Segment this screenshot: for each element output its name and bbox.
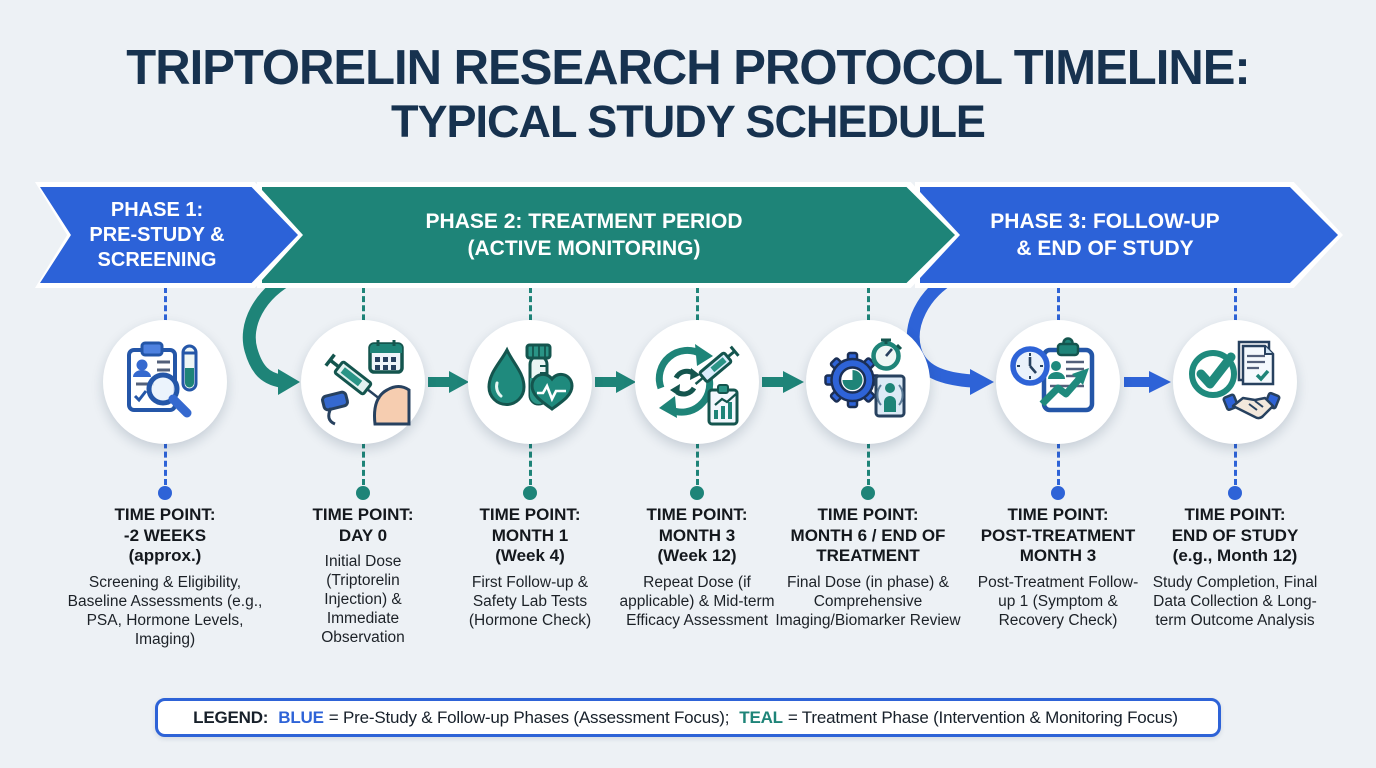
timepoint-1-label: TIME POINT:-2 WEEKS(approx.) [114,505,216,565]
timeline-dot-1 [158,486,172,500]
screening-clipboard-magnifier-icon [127,341,198,418]
timepoint-4-description: Repeat Dose (if applicable) & Mid-term E… [619,573,775,629]
phase-1-label: PHASE 1:PRE-STUDY &SCREENING [89,198,225,271]
repeat-cycle-syringe-chart-icon [655,344,740,426]
timepoint-5-description: Final Dose (in phase) & Comprehensive Im… [775,573,961,629]
timeline-dot-6 [1051,486,1065,500]
milestone-circle-1 [103,320,227,444]
timepoint-7-description: Study Completion, Final Data Collection … [1152,573,1318,629]
timeline-dot-2 [356,486,370,500]
timepoint-2-description: Initial Dose (Triptorelin Injection) & I… [321,553,405,646]
phase-3-label: PHASE 3: FOLLOW-UP& END OF STUDY [990,210,1220,260]
milestone-circle-2 [301,320,425,444]
phase-2-arrow-fill [262,187,955,283]
timeline-dot-3 [523,486,537,500]
phase-3-arrow-fill [920,187,1338,283]
blood-drop-test-tube-heart-icon [487,343,574,411]
timepoint-4-label: TIME POINT:MONTH 3(Week 12) [646,505,748,565]
legend-term-teal: TEAL [739,707,783,727]
milestone-circle-3 [468,320,592,444]
connector-arrow-3-4-head [616,371,636,393]
timepoint-2-label: TIME POINT:DAY 0 [312,505,414,545]
phase-2-label: PHASE 2: TREATMENT PERIOD(ACTIVE MONITOR… [425,210,743,260]
milestone-circle-4 [635,320,759,444]
curved-arrow-phase3-head [970,369,994,395]
timepoint-2: TIME POINT:DAY 0 Initial Dose (Triptorel… [263,505,463,647]
timepoint-3-description: First Follow-up & Safety Lab Tests (Horm… [468,573,592,629]
curved-arrow-phase2-head [278,369,300,395]
timeline-dot-4 [690,486,704,500]
page-title: TRIPTORELIN RESEARCH PROTOCOL TIMELINE: … [0,40,1376,148]
timepoint-4: TIME POINT:MONTH 3(Week 12) Repeat Dose … [597,505,797,630]
legend-teal-description: = Treatment Phase (Intervention & Monito… [787,707,1178,727]
timepoint-3: TIME POINT:MONTH 1(Week 4) First Follow-… [430,505,630,630]
legend-box: LEGEND: BLUE = Pre-Study & Follow-up Pha… [155,698,1221,737]
page-title-line2: TYPICAL STUDY SCHEDULE [391,96,986,147]
gear-stopwatch-body-scan-icon [824,338,906,418]
legend-label: LEGEND: [193,707,269,727]
timepoint-3-label: TIME POINT:MONTH 1(Week 4) [479,505,581,565]
check-documents-handshake-icon [1189,340,1281,420]
timeline-dot-5 [861,486,875,500]
clock-clipboard-trend-icon [1010,337,1095,413]
phase-3-arrow: PHASE 3: FOLLOW-UP& END OF STUDY [915,182,1343,288]
timepoint-6-description: Post-Treatment Follow-up 1 (Symptom & Re… [977,573,1139,629]
milestone-circle-7 [1173,320,1297,444]
connector-arrow-4-5-head [783,371,804,393]
timepoint-7-label: TIME POINT:END OF STUDY(e.g., Month 12) [1171,505,1299,565]
connector-arrow-6-7-head [1149,371,1171,393]
phase-2-arrow: PHASE 2: TREATMENT PERIOD(ACTIVE MONITOR… [257,182,960,288]
timepoint-1: TIME POINT:-2 WEEKS(approx.) Screening &… [65,505,265,649]
legend-blue-description: = Pre-Study & Follow-up Phases (Assessme… [328,707,730,727]
curved-arrow-phase2-to-dose [242,270,298,388]
injection-syringe-arm-calendar-icon [321,340,411,426]
milestone-circle-5 [806,320,930,444]
timepoint-7: TIME POINT:END OF STUDY(e.g., Month 12) … [1135,505,1335,630]
legend-term-blue: BLUE [278,707,324,727]
milestone-circle-6 [996,320,1120,444]
phase-1-arrow: PHASE 1:PRE-STUDY &SCREENING [35,182,303,288]
timepoint-1-description: Screening & Eligibility, Baseline Assess… [67,573,263,648]
phase-1-arrow-fill [40,187,298,283]
page-title-line1: TRIPTORELIN RESEARCH PROTOCOL TIMELINE: [126,41,1250,95]
connector-arrow-2-3-head [449,371,469,393]
timeline-dot-7 [1228,486,1242,500]
